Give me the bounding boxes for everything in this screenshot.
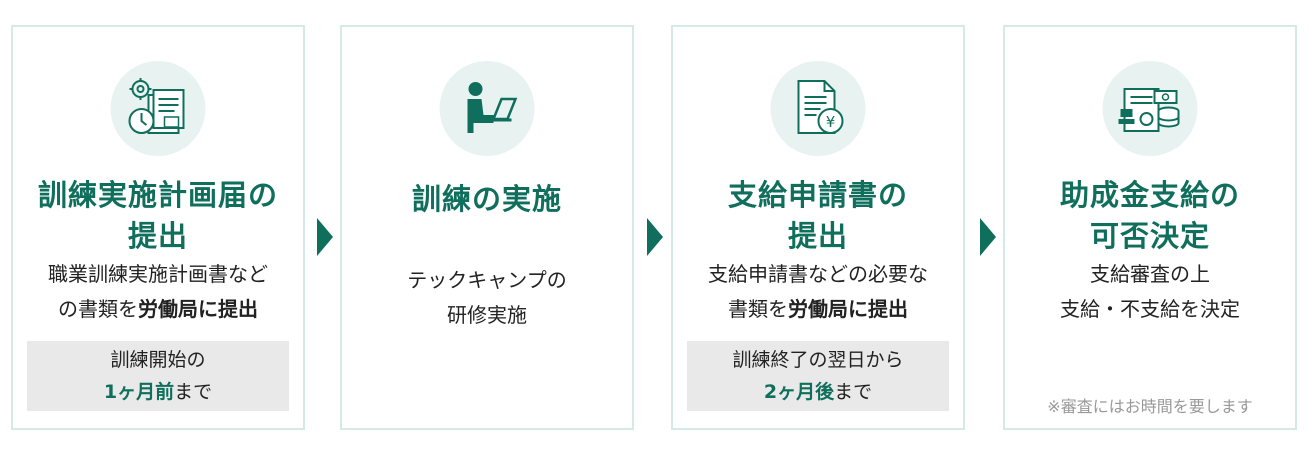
step-description: 支給審査の上 支給・不支給を決定: [1005, 257, 1295, 327]
description-line: 支給申請書などの必要な: [708, 262, 928, 286]
plan-document-gear-clock-icon: [110, 61, 206, 156]
svg-text:¥: ¥: [826, 113, 836, 131]
description-emphasis: 労働局に提出: [138, 297, 258, 321]
description-text: の書類を: [58, 297, 138, 321]
deadline-note: 訓練開始の 1ヶ月前まで: [27, 341, 289, 411]
description-line: 職業訓練実施計画書など: [48, 262, 268, 286]
step-title-line: 提出: [127, 219, 188, 253]
description-line: の書類を労働局に提出: [13, 292, 303, 327]
step-title-line: 支給申請書の: [727, 178, 908, 212]
description-line: 書類を労働局に提出: [673, 292, 963, 327]
step-description: 支給申請書などの必要な 書類を労働局に提出: [673, 257, 963, 327]
review-time-note: ※審査にはお時間を要します: [1047, 397, 1253, 416]
person-laptop-icon: [439, 61, 535, 156]
step-title: 訓練実施計画届の 提出: [13, 175, 303, 257]
document-yen-icon: ¥: [770, 61, 866, 156]
description-text: 書類を: [728, 297, 788, 321]
step-title: 支給申請書の 提出: [673, 175, 963, 257]
deadline-suffix: まで: [174, 381, 213, 403]
step-card-application-submission: ¥ 支給申請書の 提出 支給申請書などの必要な 書類を労働局に提出 訓練終了の翌…: [671, 25, 965, 430]
certificate-stamp-money-icon: [1102, 61, 1198, 156]
deadline-highlight: 1ヶ月前: [103, 381, 175, 403]
step-title-line: 訓練実施計画届の: [37, 178, 278, 212]
step-card-plan-submission: 訓練実施計画届の 提出 職業訓練実施計画書など の書類を労働局に提出 訓練開始の…: [11, 25, 305, 430]
description-line: 支給・不支給を決定: [1060, 297, 1240, 321]
deadline-highlight: 2ヶ月後: [763, 381, 835, 403]
step-description: 職業訓練実施計画書など の書類を労働局に提出: [13, 257, 303, 327]
flow-arrow-right-icon: [980, 218, 996, 256]
deadline-value: 1ヶ月前まで: [27, 376, 289, 408]
deadline-label: 訓練終了の翌日から: [732, 349, 904, 371]
flow-arrow-right-icon: [647, 218, 663, 256]
step-title-line: 提出: [787, 219, 848, 253]
description-line: 研修実施: [447, 303, 527, 327]
description-emphasis: 労働局に提出: [788, 297, 908, 321]
deadline-suffix: まで: [834, 381, 873, 403]
step-title-line: 訓練の実施: [411, 182, 562, 216]
deadline-note: 訓練終了の翌日から 2ヶ月後まで: [687, 341, 949, 411]
deadline-value: 2ヶ月後まで: [687, 376, 949, 408]
step-card-training: 訓練の実施 テックキャンプの 研修実施: [340, 25, 634, 430]
step-title-line: 可否決定: [1089, 219, 1210, 253]
step-title-line: 助成金支給の: [1059, 178, 1240, 212]
deadline-label: 訓練開始の: [110, 349, 206, 371]
flow-arrow-right-icon: [317, 218, 333, 256]
description-line: テックキャンプの: [407, 268, 567, 292]
description-line: 支給審査の上: [1090, 262, 1210, 286]
step-description: テックキャンプの 研修実施: [342, 263, 632, 333]
step-title: 訓練の実施: [342, 179, 632, 220]
step-title: 助成金支給の 可否決定: [1005, 175, 1295, 257]
step-card-subsidy-decision: 助成金支給の 可否決定 支給審査の上 支給・不支給を決定 ※審査にはお時間を要し…: [1003, 25, 1297, 430]
